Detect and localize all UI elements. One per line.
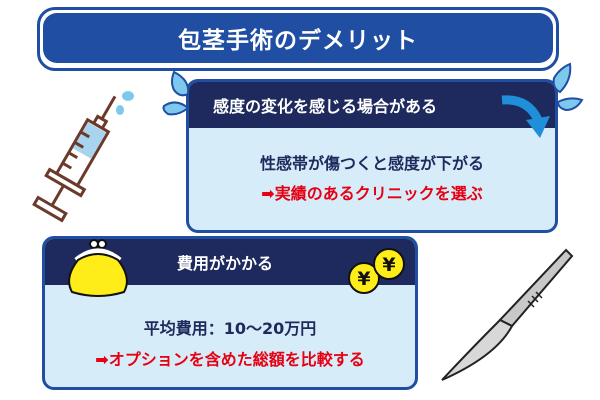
splash-left-icon — [162, 70, 190, 116]
coin-purse-icon — [68, 239, 128, 297]
water-drops-icon — [116, 91, 134, 115]
yen-symbol: ¥ — [382, 254, 395, 276]
card-detail: 性感帯が傷つくと感度が下がる — [259, 154, 484, 173]
yen-coins-icon: ¥ ¥ — [348, 248, 405, 294]
splash-right-icon — [552, 62, 584, 112]
syringe-icon — [32, 95, 117, 223]
yen-symbol: ¥ — [357, 268, 370, 290]
down-arrow-icon — [501, 95, 550, 138]
sensitivity-card: 感度の変化を感じる場合がある 性感帯が傷つくと感度が下がる ➡実績のあるクリニッ… — [186, 79, 558, 233]
card-detail: 平均費用：10〜20万円 — [143, 319, 317, 338]
page-title: 包茎手術のデメリット — [43, 13, 553, 63]
card-advice: ➡実績のあるクリニックを選ぶ — [261, 184, 483, 203]
card-heading: 感度の変化を感じる場合がある — [189, 82, 555, 128]
card-advice: ➡オプションを含めた総額を比較する — [95, 350, 365, 369]
scalpel-icon — [441, 248, 574, 381]
